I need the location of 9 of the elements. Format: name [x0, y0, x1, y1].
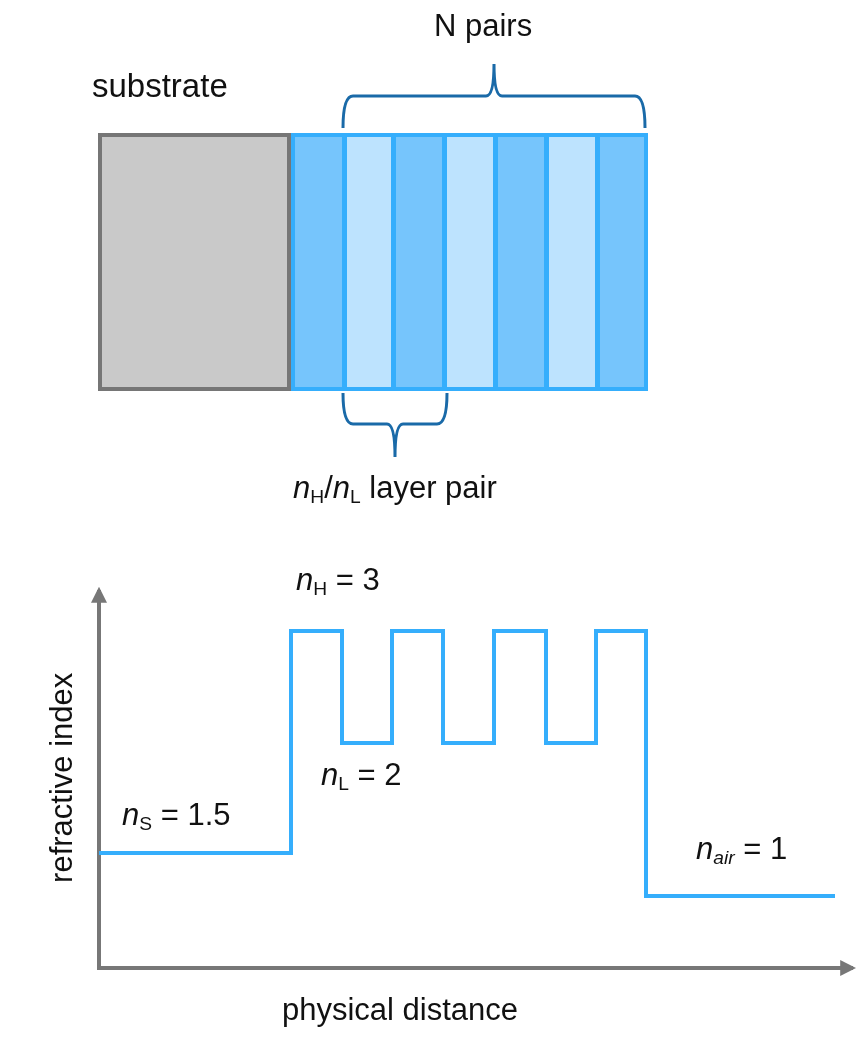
- axis-label: physical distance: [282, 992, 519, 1028]
- bracket-label: N pairs: [434, 8, 533, 44]
- layer-label: substrate: [92, 67, 228, 105]
- axis-label: refractive index: [44, 672, 80, 883]
- bracket-label: n$_{H}$/n$_{L}$ layer pair: [293, 470, 497, 508]
- value-label: n$_{S}$ = 1.5: [122, 797, 231, 835]
- value-label: n$_{air}$ = 1: [696, 831, 788, 869]
- value-label: n$_{H}$ = 3: [296, 562, 380, 600]
- value-label: n$_{L}$ = 2: [321, 757, 402, 795]
